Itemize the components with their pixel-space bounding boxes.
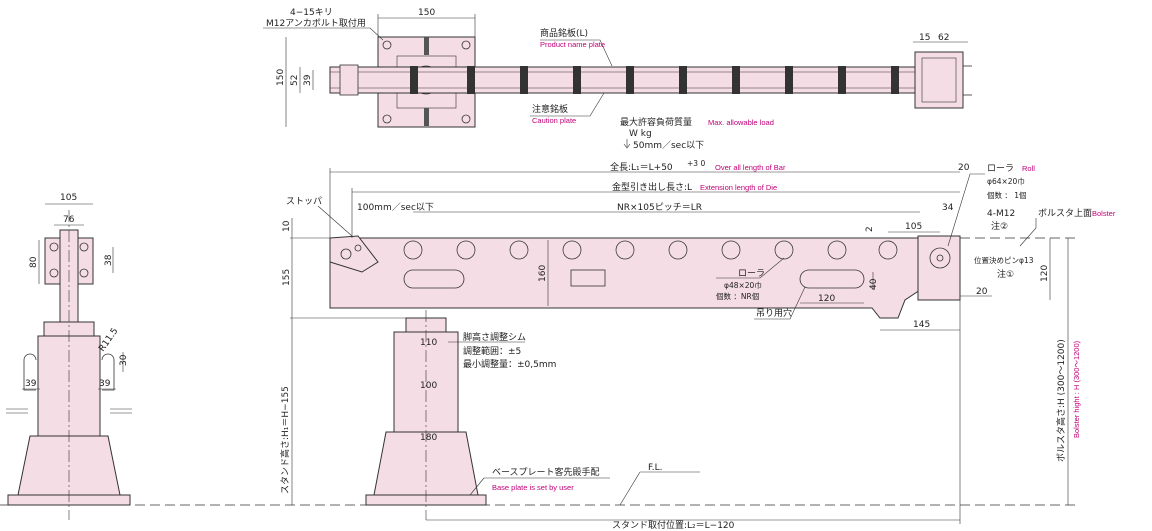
caution-plate-en: Caution plate bbox=[532, 116, 576, 125]
bolster-top-jp: ボルスタ上面 bbox=[1038, 208, 1092, 219]
dim-20-top: 20 bbox=[958, 163, 970, 173]
slot-right bbox=[799, 269, 865, 289]
inner-roller-jp: ローラ bbox=[738, 268, 765, 279]
dim-62: 62 bbox=[938, 33, 949, 43]
shim-label: 脚高さ調整シム bbox=[463, 331, 526, 343]
caution-plate-jp: 注意銘板 bbox=[532, 103, 568, 115]
col-180: 180 bbox=[420, 433, 437, 443]
dim-80-end: 80 bbox=[29, 256, 39, 268]
dim-155: 155 bbox=[282, 269, 292, 286]
max-load-jp: 最大許容負荷質量 bbox=[620, 116, 692, 128]
product-plate-en: Product name plate bbox=[540, 40, 605, 49]
side-rollers bbox=[403, 240, 898, 260]
dim-52: 52 bbox=[290, 75, 300, 86]
dim-10: 10 bbox=[282, 220, 292, 232]
load-value: W kg bbox=[629, 129, 652, 139]
overall-length-en: Over all length of Bar bbox=[715, 163, 786, 172]
lift-hole: 吊り用穴 bbox=[756, 307, 792, 319]
slot-left bbox=[403, 269, 465, 289]
pin-label: 位置決めピンφ13 bbox=[974, 255, 1034, 265]
anchor-note: M12アンカボルト取付用 bbox=[266, 18, 366, 29]
dim-120-right: 120 bbox=[1040, 265, 1050, 282]
shim-range: 調整範囲：±5 bbox=[463, 345, 521, 357]
base-plate-jp: ベースプレート客先殿手配 bbox=[492, 466, 600, 478]
dim-145: 145 bbox=[913, 320, 930, 330]
top-view: 150 150 52 39 15 62 4−15キリ M12アンカボルト取付用 … bbox=[263, 8, 972, 151]
dim-76-end: 76 bbox=[63, 215, 75, 225]
note2: 注② bbox=[991, 220, 1008, 232]
dim-20-bottom: 20 bbox=[976, 287, 988, 297]
dim-39-left: 39 bbox=[25, 379, 37, 389]
roller-en: Roll bbox=[1022, 164, 1035, 173]
col-110: 110 bbox=[420, 338, 437, 348]
dim-105-side: 105 bbox=[905, 222, 922, 232]
bolster-height-en: Bolster hight : H (300〜1200) bbox=[1072, 340, 1081, 438]
side-view: 全長:L₁＝L+50 +3 0 Over all length of Bar 金… bbox=[0, 159, 1116, 531]
dim-150-top: 150 bbox=[418, 8, 435, 18]
dim-30-end: 30 bbox=[119, 354, 129, 366]
dim-160: 160 bbox=[538, 265, 548, 282]
inner-roller-qty: 個数 ：NR個 bbox=[716, 291, 759, 301]
stopper bbox=[329, 235, 379, 273]
overall-length-jp: 全長:L₁＝L+50 bbox=[610, 161, 673, 173]
dim-15: 15 bbox=[919, 33, 930, 43]
stopper-label: ストッパ bbox=[286, 196, 322, 207]
top-end-block bbox=[914, 51, 964, 109]
dim-120: 120 bbox=[818, 294, 835, 304]
dim-40: 40 bbox=[869, 278, 879, 290]
extension-en: Extension length of Die bbox=[700, 183, 777, 192]
stand-position: スタンド取付位置:L₂＝L−120 bbox=[612, 519, 735, 531]
roller-jp: ローラ bbox=[987, 163, 1014, 174]
speed-label: 100mm／sec以下 bbox=[357, 202, 434, 213]
fl-label: F.L. bbox=[648, 463, 662, 473]
top-rollers bbox=[339, 64, 899, 96]
bolster-height-jp: ボルスタ高さ:H (300〜1200) bbox=[1055, 339, 1067, 462]
roller-spec: φ64×20巾 bbox=[987, 176, 1025, 186]
top-bar bbox=[329, 66, 921, 94]
hole-note: 4−15キリ bbox=[290, 8, 333, 18]
max-load-en: Max. allowable load bbox=[708, 118, 774, 127]
extension-jp: 金型引き出し長さ:L bbox=[612, 181, 692, 193]
bolster-top-en: Bolster bbox=[1092, 209, 1116, 218]
shim-min: 最小調整量：±0,5mm bbox=[463, 358, 556, 370]
stand-height: スタンド高さ:H₁＝H−155 bbox=[279, 386, 291, 494]
side-bar-body bbox=[329, 237, 921, 319]
radius-label: R11.5 bbox=[97, 326, 120, 353]
dim-39-right: 39 bbox=[99, 379, 111, 389]
inner-roller-spec: φ48×20巾 bbox=[724, 280, 762, 290]
dim-34: 34 bbox=[942, 203, 954, 213]
col-100: 100 bbox=[420, 381, 437, 391]
dim-38-end: 38 bbox=[104, 254, 114, 266]
note1: 注① bbox=[997, 268, 1014, 280]
center-plate bbox=[570, 269, 606, 287]
bolt-label: 4-M12 bbox=[987, 209, 1015, 219]
product-plate-jp: 商品銘板(L) bbox=[540, 27, 588, 39]
pitch-label: NR×105ピッチ＝LR bbox=[617, 202, 702, 213]
roller-qty: 個数 ： 1個 bbox=[987, 190, 1027, 200]
dim-2: 2 bbox=[865, 226, 875, 232]
speed-note-top: 50mm／sec以下 bbox=[633, 140, 704, 151]
overall-tol: +3 0 bbox=[687, 159, 705, 168]
dim-105-end: 105 bbox=[60, 193, 77, 203]
dim-150-side: 150 bbox=[276, 69, 286, 86]
end-view: 105 76 80 38 R11.5 30 39 39 bbox=[6, 193, 132, 520]
dim-39: 39 bbox=[303, 74, 313, 86]
base-plate-en: Base plate is set by user bbox=[492, 483, 574, 492]
